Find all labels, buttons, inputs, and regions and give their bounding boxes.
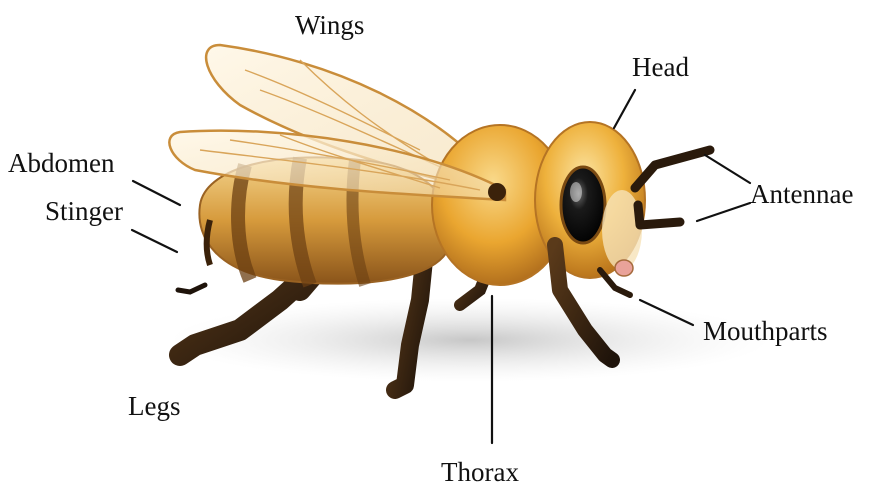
label-mouthparts: Mouthparts [703,316,828,346]
leader-head [614,90,635,128]
leader-antennae-lower [697,203,750,221]
label-stinger: Stinger [45,196,123,226]
label-thorax: Thorax [441,457,519,487]
label-wings: Wings [295,10,364,40]
compound-eye [561,167,605,243]
leader-abdomen [133,181,180,205]
antenna-upper [635,150,710,188]
label-abdomen: Abdomen [8,148,115,178]
leader-stinger [132,230,177,252]
label-head: Head [632,52,689,82]
label-legs: Legs [128,391,180,421]
label-antennae: Antennae [750,179,853,209]
leader-antennae-upper [705,155,750,183]
